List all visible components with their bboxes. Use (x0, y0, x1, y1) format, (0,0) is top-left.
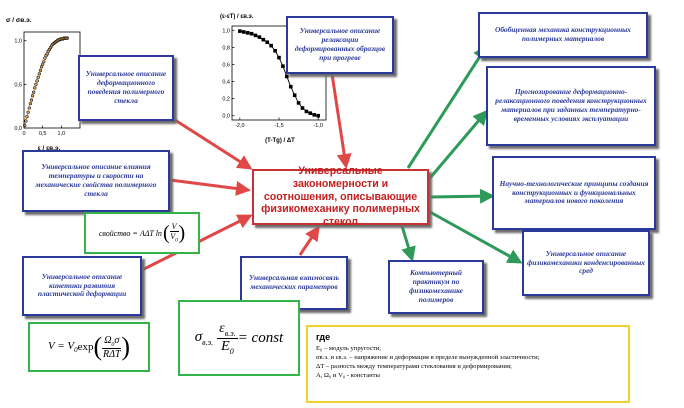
chart-stress-xtick-label: 0 (22, 131, 25, 137)
arrow-center-to-principles (430, 188, 495, 204)
chart-relax-point (238, 29, 242, 33)
chart-relax-ytick-label: 0,8 (222, 45, 230, 51)
box-condensed: Универсальное описание физикомеханики ко… (522, 230, 650, 296)
chart-relax-xlabel: (T-Tg) / ΔT (265, 138, 295, 144)
legend-title: где (316, 332, 331, 342)
formula-property-num: V (169, 222, 179, 233)
formula-relation: σв.э. εв.э. E0 = const (178, 300, 300, 376)
formula-property: свойство = AΔT ln ( V V0 ) (84, 212, 200, 254)
box-deformation-text: Универсальное описание деформационного п… (85, 69, 167, 105)
box-mechanics-text: Обобщенная механика конструкционных поли… (494, 25, 632, 43)
chart-relax-ylabel: (ε-εT) / εв.э. (220, 14, 254, 20)
formula-relation-num-sub: в.э. (224, 328, 236, 338)
formula-property-fraction: V V0 (169, 222, 179, 244)
chart-relax-series-line (239, 30, 319, 117)
formula-kinetics-num-sub: 0 (111, 341, 115, 348)
arrow-center-to-mechanics (406, 44, 488, 169)
legend-line-1: E₀ – модуль упругости; (316, 345, 382, 353)
formula-kinetics: V = V0 exp ( Ω0σ RΔT ) (28, 322, 150, 372)
center-box: Универсальные закономерности и соотношен… (252, 165, 429, 228)
chart-stress-ylabel: σ / σв.э. (6, 17, 32, 24)
chart-stress-ytick-label: 0,0 (14, 126, 22, 132)
chart-relax-ytick-label: 1,0 (222, 28, 230, 34)
chart-relax-ytick-label: 0,4 (222, 80, 230, 86)
formula-relation-num: ε (219, 320, 225, 336)
box-principles-text: Научно-технологические принципы создания… (499, 178, 649, 206)
formula-property-lhs: свойство = AΔT ln (98, 228, 162, 238)
legend-box: где E₀ – модуль упругости; σв.э. и εв.э.… (306, 325, 630, 403)
chart-relax-ytick-label: 0,0 (222, 114, 230, 120)
formula-relation-rhs: = const (237, 329, 284, 346)
chart-relax-ytick-label: 0,2 (222, 97, 230, 103)
legend-line-4: A, Ω₀ и V₀ - константы (316, 371, 380, 379)
box-principles: Научно-технологические принципы создания… (492, 156, 656, 230)
box-temperature: Универсальное описание влияния температу… (22, 150, 170, 212)
formula-relation-fraction: εв.э. E0 (217, 320, 238, 356)
box-deformation: Универсальное описание деформационного п… (78, 55, 174, 121)
formula-kinetics-exp: exp (77, 341, 94, 353)
box-relaxation: Универсальное описание релаксации деформ… (286, 16, 394, 74)
chart-relax-point (316, 113, 320, 118)
box-practicum: Компьютерный практикум по физикомеханике… (388, 260, 484, 314)
box-mechanics: Обобщенная механика конструкционных поли… (478, 12, 648, 58)
arrow-center-to-condensed (429, 210, 523, 264)
box-temperature-text: Универсальное описание влияния температу… (35, 162, 157, 198)
formula-relation-den-sub: 0 (229, 346, 234, 356)
arrow-temperature-to-center (169, 178, 251, 196)
chart-stress-point (41, 62, 45, 66)
box-relation-text: Универсальная взаимосвязь механических п… (249, 273, 339, 291)
arrow-relaxation-to-center (330, 73, 352, 169)
box-condensed-text: Универсальное описание физикомеханики ко… (527, 248, 645, 276)
formula-property-den: V (170, 232, 176, 242)
center-text: Универсальные закономерности и соотношен… (261, 165, 420, 229)
box-forecast-text: Прогнозирование деформационно-релаксацио… (495, 87, 647, 123)
box-relaxation-text: Универсальное описание релаксации деформ… (294, 26, 386, 62)
box-practicum-text: Компьютерный практикум по физикомеханике… (409, 268, 463, 304)
formula-kinetics-num-tail: σ (114, 334, 120, 346)
legend-line-2: σв.э. и εв.э. – напряжение и деформация … (316, 354, 540, 362)
formula-kinetics-num: Ω (104, 334, 112, 346)
chart-relax-ytick-label: 0,6 (222, 62, 230, 68)
chart-relax-xtick-label: -1,0 (313, 123, 322, 129)
arrow-relation-to-center (298, 225, 320, 256)
chart-stress-point (45, 52, 49, 56)
box-kinetics-text: Универсальное описание кинетики развития… (37, 271, 127, 299)
formula-kinetics-den: RΔT (103, 348, 121, 360)
chart-relax-xtick-label: -2,0 (235, 123, 244, 129)
chart-stress-ytick-label: 1,0 (14, 39, 22, 45)
arrow-center-to-practicum (400, 225, 416, 262)
chart-stress-xtick-label: 0,5 (39, 131, 47, 137)
arrow-deformation-to-center (174, 118, 253, 170)
chart-relax-xtick-label: -1,5 (274, 123, 283, 129)
formula-kinetics-fraction: Ω0σ RΔT (102, 334, 122, 360)
chart-stress-frame (23, 31, 81, 129)
chart-stress-series-line (24, 37, 68, 126)
chart-stress-strain: 0,0 0,5 1,0 0 0,5 1,0 σ / σв.э. ε / εв.э. (4, 10, 84, 160)
formula-kinetics-lhs-sub: 0 (74, 346, 78, 355)
chart-stress-xlabel: ε / εв.э. (38, 145, 61, 152)
arrow-center-to-forecast (428, 109, 488, 179)
chart-stress-ytick-label: 0,5 (14, 82, 22, 88)
box-forecast: Прогнозирование деформационно-релаксацио… (486, 66, 656, 146)
box-kinetics: Универсальное описание кинетики развития… (22, 256, 142, 316)
formula-relation-sigma-sub: в.э. (202, 338, 214, 347)
formula-property-den-sub: 0 (175, 237, 178, 244)
formula-kinetics-lhs: V = V (47, 339, 75, 352)
chart-stress-xtick-label: 1,0 (58, 131, 66, 137)
formula-relation-sigma: σ (194, 329, 203, 345)
legend-line-3: ΔT – разность между температурами стекло… (316, 362, 512, 370)
formula-relation-den: E (221, 338, 230, 354)
chart-stress-strain-svg: 0,0 0,5 1,0 0 0,5 1,0 σ / σв.э. ε / εв.э. (6, 17, 81, 152)
